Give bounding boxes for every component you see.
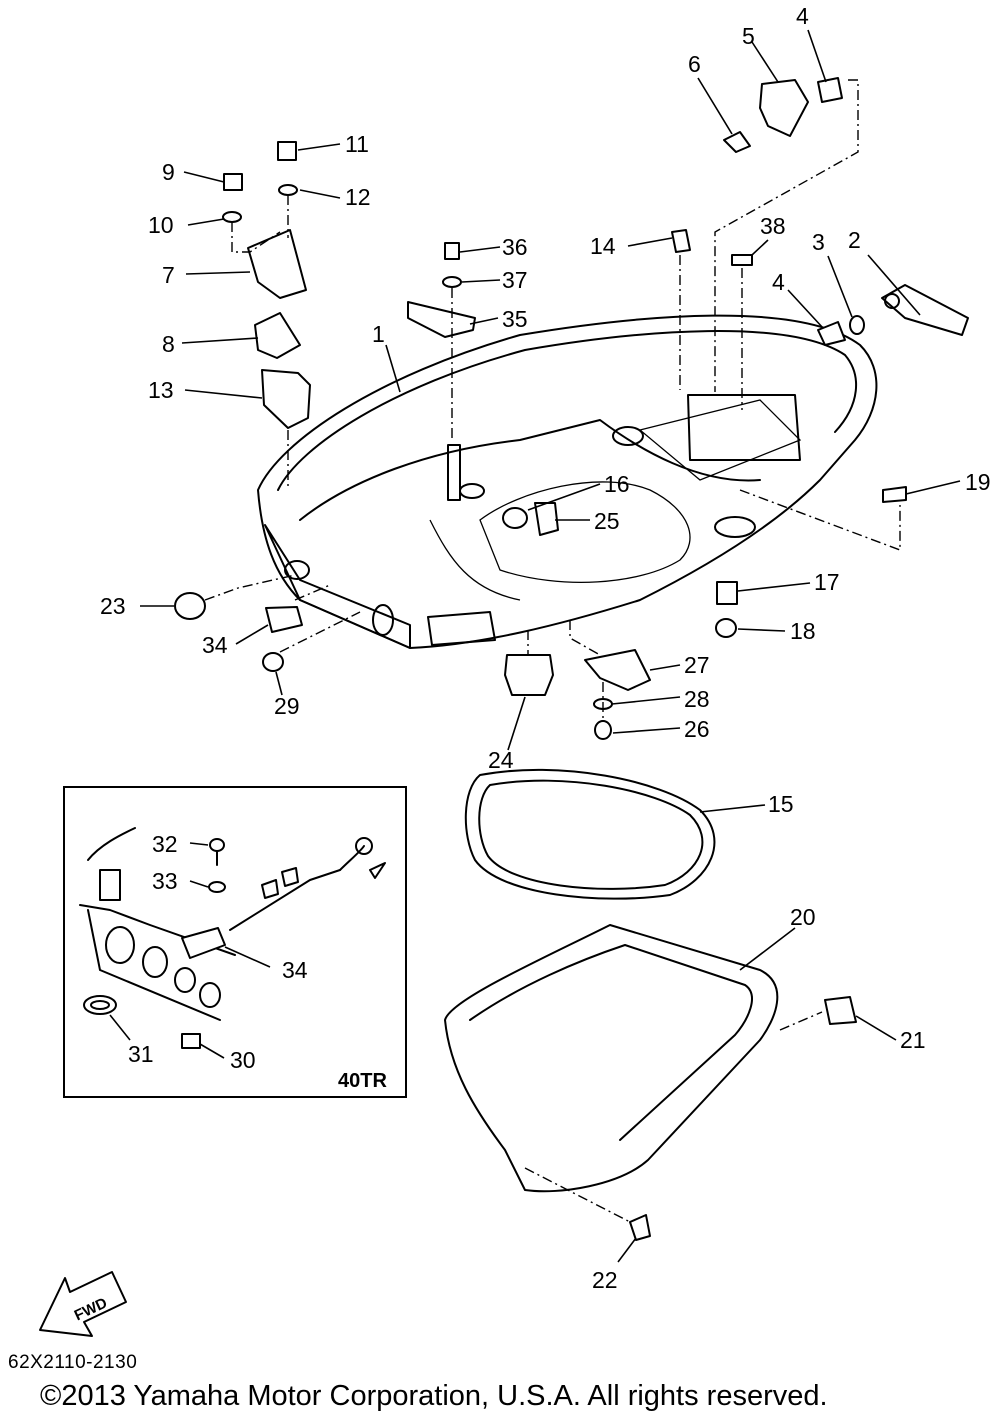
callout-7: 7: [162, 262, 175, 288]
callout-5: 5: [742, 23, 755, 49]
callout-20: 20: [790, 904, 816, 930]
callout-32: 32: [152, 831, 178, 857]
callout-15: 15: [768, 791, 794, 817]
callout-36: 36: [502, 234, 528, 260]
callout-labels: 1 2 3 4 4 5 6 7 8 9 10 11 12 13 14 15 16…: [72, 3, 991, 1324]
callout-29: 29: [274, 693, 300, 719]
callout-18: 18: [790, 618, 816, 644]
callout-13: 13: [148, 377, 174, 403]
assembly-lines: [204, 79, 901, 1223]
inset-40tr: [63, 786, 407, 1098]
callout-35: 35: [502, 306, 528, 332]
callout-23: 23: [100, 593, 126, 619]
callout-12: 12: [345, 184, 371, 210]
callout-24: 24: [488, 747, 514, 773]
bottom-cowling: [257, 314, 878, 649]
callout-17: 17: [814, 569, 840, 595]
leader-lines: [140, 29, 961, 1263]
callout-27: 27: [684, 652, 710, 678]
copyright-notice: ©2013 Yamaha Motor Corporation, U.S.A. A…: [40, 1380, 828, 1412]
callout-26: 26: [684, 716, 710, 742]
callout-38: 38: [760, 213, 786, 239]
fwd-arrow: [39, 1271, 127, 1337]
callout-34b: 34: [202, 632, 228, 658]
callout-10: 10: [148, 212, 174, 238]
callout-25: 25: [594, 508, 620, 534]
callout-21: 21: [900, 1027, 926, 1053]
callout-30: 30: [230, 1047, 256, 1073]
callout-4b: 4: [796, 3, 809, 29]
callout-14: 14: [590, 233, 616, 259]
callout-33: 33: [152, 868, 178, 894]
callout-8: 8: [162, 331, 175, 357]
callout-1: 1: [372, 321, 385, 347]
callout-34: 34: [282, 957, 308, 983]
callout-2: 2: [848, 227, 861, 253]
callout-4: 4: [772, 269, 785, 295]
callout-9: 9: [162, 159, 175, 185]
callout-16: 16: [604, 471, 630, 497]
callout-22: 22: [592, 1267, 618, 1293]
diagram-code: 62X2110-2130: [8, 1352, 138, 1373]
callout-19: 19: [965, 469, 991, 495]
callout-11: 11: [345, 131, 369, 157]
callout-28: 28: [684, 686, 710, 712]
callout-3: 3: [812, 229, 825, 255]
inset-label: 40TR: [338, 1070, 387, 1092]
small-parts: [174, 77, 969, 1241]
callout-31: 31: [128, 1041, 154, 1067]
callout-6: 6: [688, 51, 701, 77]
callout-37: 37: [502, 267, 528, 293]
